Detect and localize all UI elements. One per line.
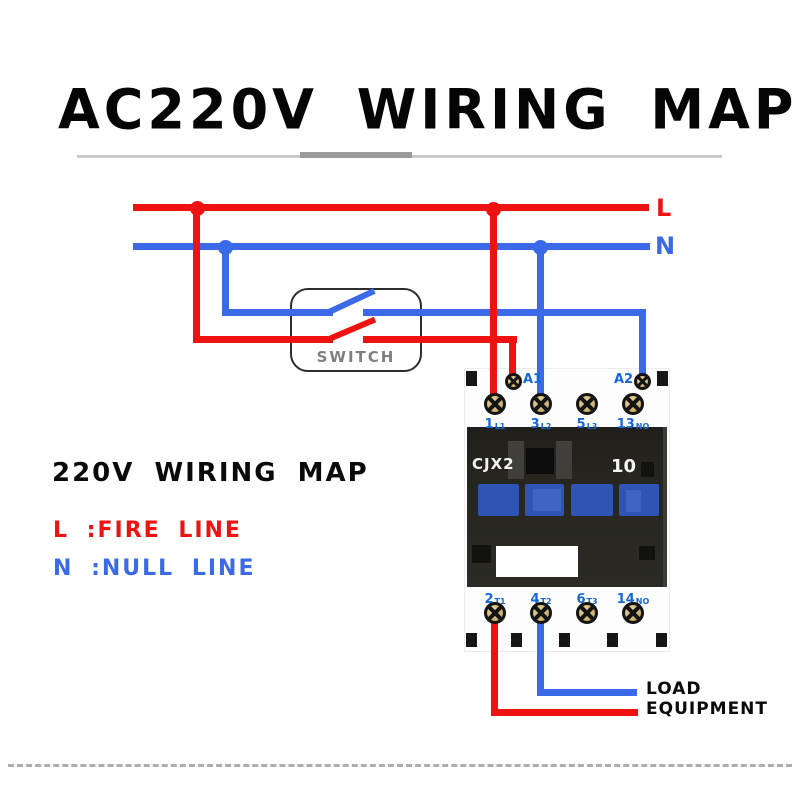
terminal-label-1-l1: 1L1: [484, 417, 506, 432]
contactor-test-button: [526, 448, 554, 474]
terminal-label-6-t3: 6T3: [576, 592, 598, 607]
coil-terminal-a1-label: A1: [523, 372, 543, 387]
live-drop-to-switch-wire: [193, 204, 200, 343]
load-live-run-wire: [491, 709, 638, 716]
terminal-screw-1-l1: [484, 393, 506, 415]
contactor-mount-tab: [511, 633, 522, 647]
neutral-switch-output-wire: [363, 309, 646, 316]
title-underline-accent: [300, 152, 412, 158]
terminal-label-3-l2: 3L2: [530, 417, 552, 432]
load-label-line1: LOAD: [646, 679, 702, 699]
legend-null-line: N :NULL LINE: [53, 556, 256, 581]
terminal-screw-6-t3: [576, 602, 598, 624]
terminal-label-13-no: 13NO: [616, 417, 650, 432]
live-to-a1-wire: [509, 336, 516, 375]
live-bus-wire: [133, 204, 649, 211]
contactor-mount-tab: [466, 371, 477, 386]
coil-terminal-a2-label: A2: [614, 372, 634, 387]
live-switch-input-wire: [193, 336, 333, 343]
terminal-screw-2-t1: [484, 602, 506, 624]
terminal-screw-4-t2: [530, 602, 552, 624]
coil-terminal-a1-screw: [505, 373, 522, 390]
terminal-label-2-t1: 2T1: [484, 592, 506, 607]
legend-heading: 220V WIRING MAP: [52, 458, 369, 488]
page-title: AC220V WIRING MAP: [58, 77, 798, 142]
terminal-screw-3-l2: [530, 393, 552, 415]
contactor-mount-tab: [657, 371, 668, 386]
neutral-switch-input-wire: [222, 309, 333, 316]
junction-dot-live-1: [190, 201, 205, 216]
contact-highlight: [626, 490, 641, 512]
contactor-model-text: CJX2: [472, 455, 515, 473]
load-label-line2: EQUIPMENT: [646, 699, 769, 719]
junction-dot-neutral-1: [218, 240, 233, 255]
contactor-button-bar: [556, 441, 572, 479]
load-equipment-label: LOAD EQUIPMENT: [646, 679, 768, 719]
contactor-mount-tab: [656, 633, 667, 647]
contactor-button-bar: [508, 441, 524, 479]
load-live-drop-wire: [491, 619, 498, 716]
neutral-line-label: N: [655, 232, 676, 260]
terminal-screw-14-no: [622, 602, 644, 624]
contactor-mount-tab: [466, 633, 477, 647]
contact-highlight: [533, 489, 561, 511]
live-drop-to-l1-wire: [490, 204, 497, 396]
live-switch-output-wire: [363, 336, 517, 343]
neutral-bus-wire: [133, 243, 650, 250]
switch-label: SWITCH: [316, 348, 396, 366]
terminal-label-4-t2: 4T2: [530, 592, 552, 607]
contactor-indicator-square: [641, 462, 654, 477]
contactor-mount-tab: [559, 633, 570, 647]
terminal-screw-13-no: [622, 393, 644, 415]
junction-dot-neutral-2: [533, 240, 548, 255]
live-line-label: L: [656, 194, 672, 222]
switch-symbol-box: [290, 288, 422, 372]
terminal-label-5-l3: 5L3: [576, 417, 598, 432]
load-neutral-drop-wire: [537, 619, 544, 696]
load-neutral-run-wire: [537, 689, 637, 696]
neutral-drop-to-l2-wire: [537, 243, 544, 396]
coil-terminal-a2-screw: [634, 373, 651, 390]
contactor-mount-tab: [607, 633, 618, 647]
contactor-lower-square: [472, 545, 491, 563]
contactor-lower-square: [639, 546, 655, 560]
neutral-drop-to-switch-wire: [222, 243, 229, 316]
bottom-dashed-divider: [8, 764, 792, 767]
legend-fire-line: L :FIRE LINE: [53, 518, 242, 543]
terminal-screw-5-l3: [576, 393, 598, 415]
contactor-rating-text: 10: [611, 456, 637, 477]
junction-dot-live-2: [486, 202, 501, 217]
contact-carrier: [571, 484, 613, 516]
contact-carrier: [478, 484, 519, 516]
contactor-label-window: [496, 546, 578, 577]
neutral-to-a2-wire: [639, 309, 646, 375]
